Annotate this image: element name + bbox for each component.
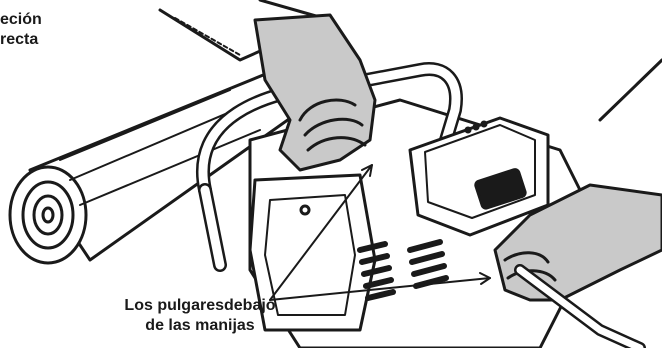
- top-caption-fragment: eción recta: [0, 10, 70, 50]
- bottom-caption: Los pulgaresdebajo de las manijas: [100, 296, 300, 336]
- bottom-caption-line-1: Los pulgaresdebajo: [100, 296, 300, 316]
- top-caption-line-1: eción: [0, 10, 70, 30]
- bottom-caption-line-2: de las manijas: [100, 316, 300, 336]
- top-caption-line-2: recta: [0, 30, 70, 50]
